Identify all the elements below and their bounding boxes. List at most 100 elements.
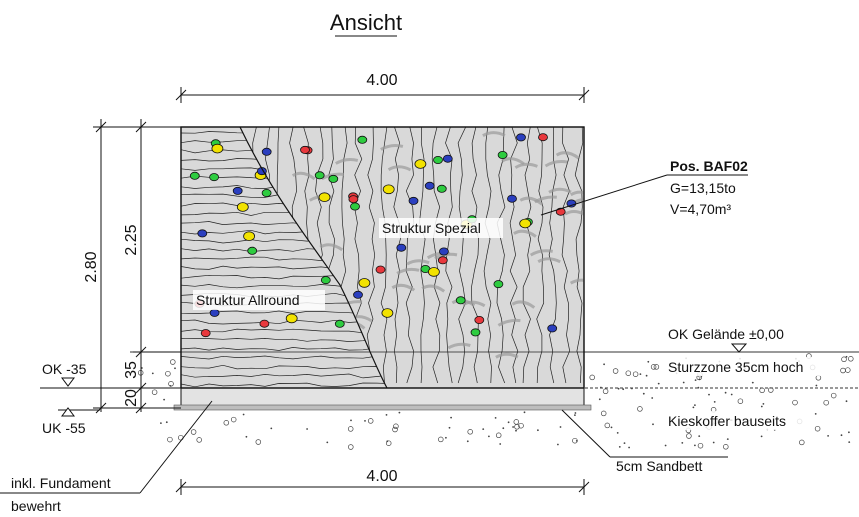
label-struktur-allround: Struktur Allround bbox=[196, 292, 300, 308]
texture-streak bbox=[396, 267, 420, 275]
hold-green bbox=[247, 246, 258, 255]
hold-yellow bbox=[285, 313, 298, 324]
hold-blue bbox=[438, 247, 449, 256]
gravel-stone bbox=[347, 426, 354, 432]
gravel-dot bbox=[160, 422, 162, 424]
gravel-stone bbox=[495, 432, 502, 439]
hold-red bbox=[200, 329, 211, 338]
hold-yellow bbox=[427, 267, 440, 277]
hold-yellow bbox=[243, 231, 256, 242]
gravel-dot bbox=[169, 385, 172, 387]
gravel-dot bbox=[848, 441, 851, 443]
texture-streak bbox=[387, 165, 412, 172]
hold-red bbox=[375, 265, 386, 274]
gravel-dot bbox=[242, 413, 245, 416]
gravel-stone bbox=[438, 436, 444, 443]
hold-blue bbox=[424, 181, 435, 190]
dimension-height-wall bbox=[133, 119, 181, 414]
hold-red bbox=[348, 195, 359, 204]
texture-streak bbox=[482, 131, 506, 138]
level-marker-ground bbox=[730, 343, 748, 353]
texture-streak bbox=[421, 284, 446, 293]
texture-line bbox=[483, 127, 492, 384]
label-gravel: Kieskoffer bauseits bbox=[668, 413, 786, 429]
texture-streak bbox=[534, 195, 557, 204]
texture-streak bbox=[335, 157, 359, 165]
hold-green bbox=[350, 202, 360, 211]
gravel-dot bbox=[165, 421, 168, 424]
gravel-stone bbox=[167, 436, 173, 443]
texture-line bbox=[181, 337, 387, 342]
gravel-dot bbox=[694, 444, 696, 447]
label-bg-fall-zone bbox=[664, 357, 828, 376]
gravel-stone bbox=[612, 368, 619, 374]
gravel-dot bbox=[499, 443, 502, 445]
gravel-dot bbox=[537, 429, 539, 432]
texture-streak bbox=[321, 172, 344, 181]
gravel-dot bbox=[398, 411, 401, 414]
label-foundation-line2: bewehrt bbox=[11, 498, 61, 514]
hold-red bbox=[300, 145, 310, 154]
gravel-dot bbox=[270, 427, 273, 430]
hold-green bbox=[261, 188, 272, 197]
gravel-dot bbox=[326, 441, 329, 444]
gravel-stone bbox=[823, 399, 829, 406]
gravel-dot bbox=[559, 426, 562, 428]
gravel-dot bbox=[657, 382, 660, 385]
hold-green bbox=[493, 280, 504, 289]
texture-streak bbox=[391, 283, 416, 292]
gravel-stone bbox=[814, 425, 821, 432]
texture-line bbox=[471, 127, 479, 384]
foundation-leader bbox=[0, 400, 213, 494]
hold-green bbox=[357, 135, 368, 144]
gravel-stone bbox=[367, 418, 374, 424]
gravel-dot bbox=[730, 393, 733, 396]
drawing-title: Ansicht bbox=[330, 10, 402, 35]
gravel-stone bbox=[223, 420, 230, 426]
position-weight: G=13,15to bbox=[670, 180, 736, 196]
hold-yellow bbox=[358, 278, 371, 288]
gravel-dot bbox=[515, 429, 517, 432]
gravel-dot bbox=[762, 403, 765, 405]
hold-blue bbox=[547, 324, 558, 333]
texture-streak bbox=[497, 318, 521, 327]
gravel-dot bbox=[760, 435, 763, 438]
gravel-stone bbox=[513, 419, 520, 425]
gravel-stone bbox=[723, 444, 729, 450]
texture-streak bbox=[511, 300, 536, 309]
hold-blue bbox=[197, 229, 208, 238]
texture-line bbox=[181, 355, 387, 360]
level-ok-label: OK -35 bbox=[42, 361, 87, 377]
hold-green bbox=[328, 174, 339, 183]
dimension-width-top bbox=[175, 87, 590, 103]
hold-red bbox=[538, 133, 548, 142]
gravel-dot bbox=[724, 391, 727, 394]
gravel-dot bbox=[698, 435, 701, 437]
gravel-stone bbox=[737, 398, 744, 404]
hold-green bbox=[436, 184, 447, 193]
texture-line bbox=[419, 127, 426, 384]
gravel-stone bbox=[255, 439, 262, 445]
gravel-dot bbox=[502, 427, 505, 430]
gravel-dot bbox=[617, 387, 620, 390]
gravel-stone bbox=[841, 356, 847, 363]
label-bg-gravel bbox=[664, 411, 812, 430]
gravel-dot bbox=[845, 400, 848, 403]
gravel-dot bbox=[306, 428, 308, 430]
hold-red bbox=[474, 315, 485, 324]
hold-blue bbox=[353, 290, 363, 299]
hold-red bbox=[437, 256, 448, 265]
texture-line bbox=[366, 127, 376, 384]
gravel-stone bbox=[768, 387, 774, 393]
hold-green bbox=[433, 155, 443, 164]
texture-streak bbox=[544, 160, 568, 168]
gravel-dot bbox=[618, 446, 621, 448]
position-volume: V=4,70m³ bbox=[670, 201, 731, 217]
hold-yellow bbox=[318, 192, 331, 203]
gravel-stone bbox=[686, 433, 692, 439]
gravel-stone bbox=[653, 364, 660, 370]
gravel-dot bbox=[845, 355, 848, 358]
climbing-wall bbox=[180, 126, 585, 389]
gravel-stone bbox=[165, 370, 171, 377]
gravel-stone bbox=[815, 375, 822, 381]
